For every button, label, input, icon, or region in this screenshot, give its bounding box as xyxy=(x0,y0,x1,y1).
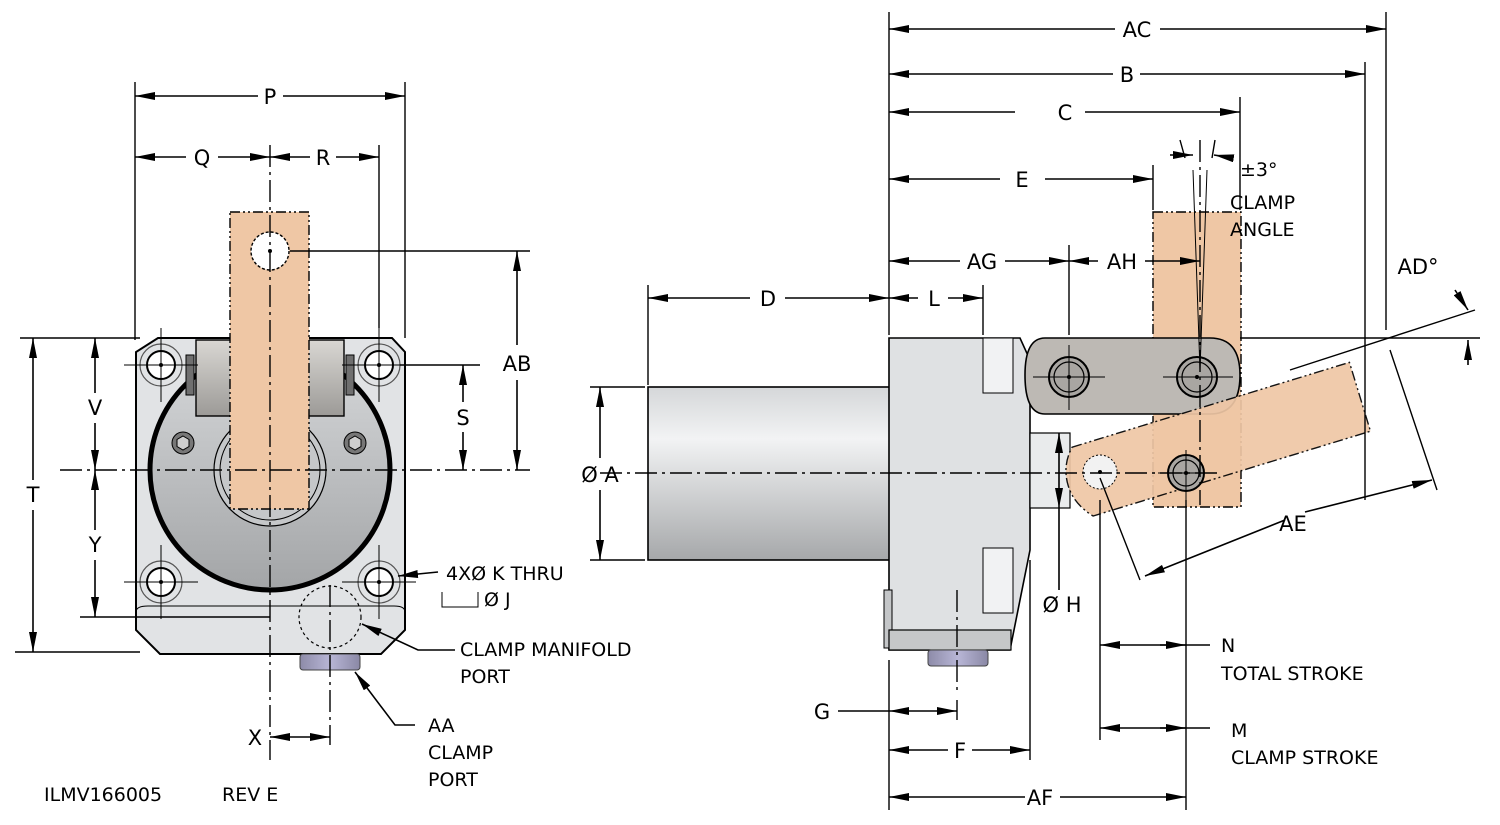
front-roller-cap-right xyxy=(345,354,355,396)
clamp-angle-lines xyxy=(1192,169,1208,371)
callout-clamp-port-1: AA xyxy=(428,715,455,737)
side-body-boss-top xyxy=(982,337,1014,394)
label-X: X xyxy=(248,726,262,750)
hex-screw-icon xyxy=(343,431,367,455)
label-C: C xyxy=(1058,101,1073,125)
label-Y: Y xyxy=(88,533,102,557)
callout-total-stroke-letter: N xyxy=(1221,635,1235,657)
side-body-lip xyxy=(883,589,893,649)
label-E: E xyxy=(1015,168,1028,192)
callout-manifold-port-1: CLAMP MANIFOLD xyxy=(460,639,631,661)
front-view: P Q R AB S T V Y X 4XØ K THRU Ø J CLAMP … xyxy=(15,82,631,791)
leader-clamp-port xyxy=(354,671,415,726)
label-AB: AB xyxy=(503,352,532,376)
label-V: V xyxy=(88,396,103,420)
callout-manifold-port-2: PORT xyxy=(460,666,510,688)
label-T: T xyxy=(26,483,40,507)
side-clamp-arm-unclamped xyxy=(1065,361,1372,517)
callout-clamp-stroke-letter: M xyxy=(1231,720,1247,742)
callout-clamp-port-2: CLAMP xyxy=(428,742,493,764)
front-roller-right xyxy=(303,339,345,417)
label-D: D xyxy=(760,287,776,311)
leader-manifold-port xyxy=(361,623,455,651)
side-port-fitting xyxy=(927,649,989,667)
label-G: G xyxy=(814,700,830,724)
revision-label: REV E xyxy=(222,784,278,806)
callout-clamp-angle-value: ±3° xyxy=(1240,159,1278,181)
front-roller-cap-left xyxy=(185,354,195,396)
label-AH: AH xyxy=(1107,250,1137,274)
label-Q: Q xyxy=(194,146,211,170)
callout-clamp-stroke: CLAMP STROKE xyxy=(1231,747,1378,769)
callout-total-stroke: TOTAL STROKE xyxy=(1220,663,1364,685)
label-AG: AG xyxy=(967,250,997,274)
ad-angle-line xyxy=(1289,309,1476,371)
label-P: P xyxy=(264,85,277,109)
label-L: L xyxy=(928,287,940,311)
side-piston-rod xyxy=(1029,432,1071,509)
label-AC: AC xyxy=(1123,18,1152,42)
callout-clamp-angle-2: ANGLE xyxy=(1230,219,1295,241)
leader-thru-hole xyxy=(397,570,439,578)
callout-clamp-angle-1: CLAMP xyxy=(1230,192,1295,214)
callout-counterbore: Ø J xyxy=(484,589,511,611)
dim-AE-right xyxy=(1304,479,1433,513)
callout-thru-hole: 4XØ K THRU xyxy=(446,563,564,585)
dim-AE-left xyxy=(1144,519,1286,577)
label-S: S xyxy=(456,406,469,430)
callout-clamp-port-3: PORT xyxy=(428,769,478,791)
label-AF: AF xyxy=(1027,786,1053,810)
side-body-base xyxy=(888,629,1012,651)
dim-AD-top xyxy=(1453,289,1469,311)
part-number: ILMV166005 xyxy=(44,784,162,806)
side-body-boss-bottom xyxy=(982,547,1014,614)
counterbore-symbol-icon xyxy=(441,592,479,608)
label-H: Ø H xyxy=(1043,593,1082,617)
side-view: AC B C E AG AH D L Ø A Ø H G F AF AE AD°… xyxy=(581,12,1480,810)
label-AD: AD° xyxy=(1397,255,1438,279)
label-AE: AE xyxy=(1279,512,1307,536)
label-B: B xyxy=(1120,63,1134,87)
front-flange-edge xyxy=(135,605,406,613)
label-R: R xyxy=(316,146,331,170)
label-A: Ø A xyxy=(581,463,619,487)
hex-screw-icon xyxy=(171,431,195,455)
label-F: F xyxy=(954,739,966,763)
dim-clamp-angle-right xyxy=(1213,154,1235,163)
